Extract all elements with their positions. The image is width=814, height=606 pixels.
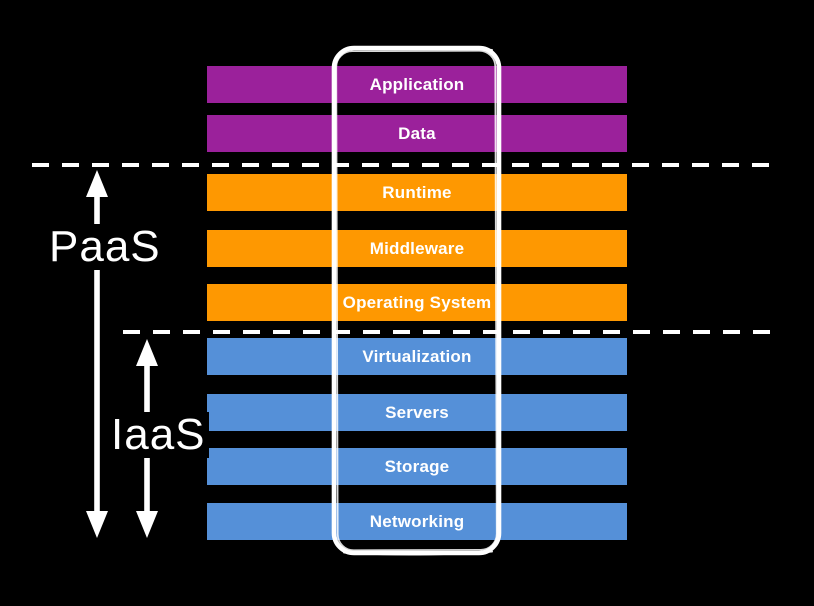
stack-layer-label: Virtualization: [362, 346, 472, 366]
stack-layer-label: Servers: [385, 402, 449, 422]
stack-layer-label: Operating System: [342, 292, 492, 312]
stack-layer-application: Application: [207, 66, 627, 103]
stack-layer-label: Data: [398, 123, 436, 143]
separator-dashed-line-bottom: [123, 330, 782, 334]
stack-layer-storage: Storage: [207, 448, 627, 485]
stack-layer-data: Data: [207, 115, 627, 152]
stack-layer-label: Networking: [369, 511, 465, 531]
stack-layer-label: Application: [369, 74, 465, 94]
stack-layer-label: Runtime: [382, 182, 452, 202]
stack-layer-runtime: Runtime: [207, 174, 627, 211]
stack-layer-label: Middleware: [369, 238, 465, 258]
stack-layer-middleware: Middleware: [207, 230, 627, 267]
stack-layer-servers: Servers: [207, 394, 627, 431]
stack-layer-operating-system: Operating System: [207, 284, 627, 321]
stack-layer-virtualization: Virtualization: [207, 338, 627, 375]
stack-layer-networking: Networking: [207, 503, 627, 540]
iaas-label: IaaS: [108, 412, 209, 458]
separator-dashed-line-top: [32, 163, 782, 167]
paas-label: PaaS: [46, 224, 164, 270]
stack-layer-label: Storage: [384, 456, 450, 476]
